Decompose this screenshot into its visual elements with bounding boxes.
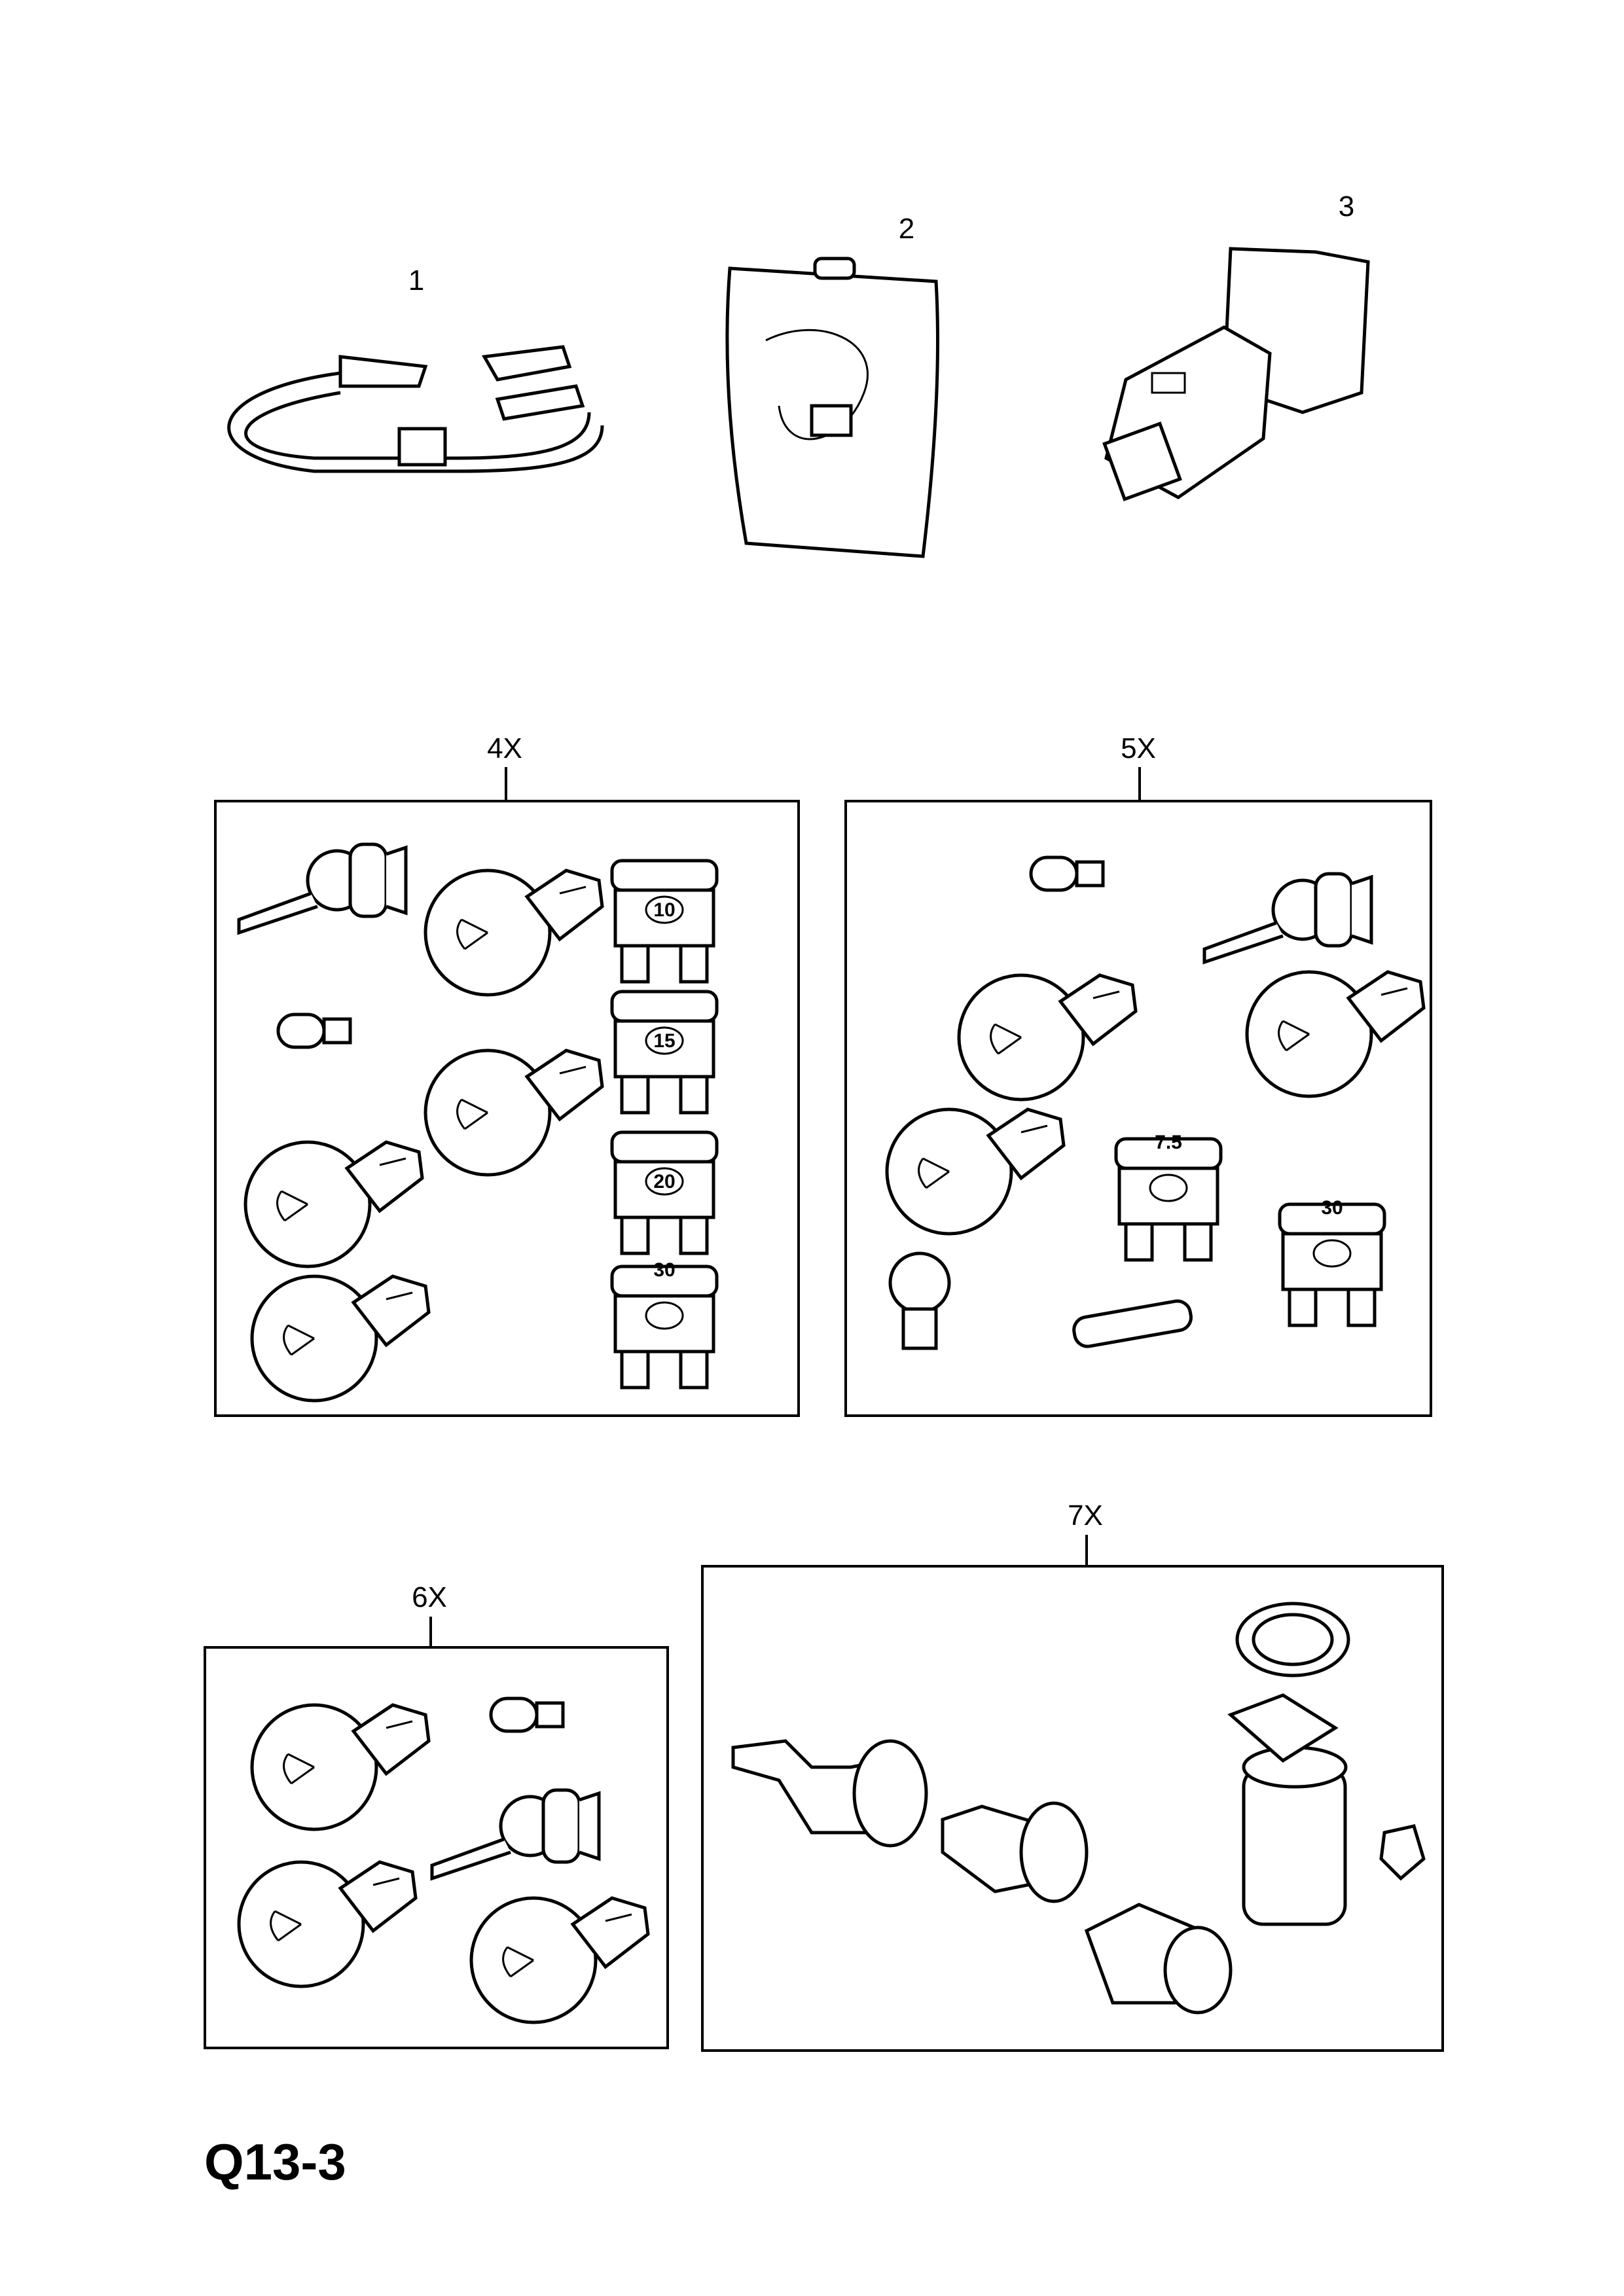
- callout-4x: 4X: [487, 732, 522, 764]
- leader-line: [1138, 767, 1141, 800]
- bulb-set-4x-drawing: 10 15 20 30: [239, 844, 717, 1401]
- page-code: Q13-3: [204, 2133, 346, 2191]
- group-box-6x: [204, 1646, 669, 2049]
- fuse-rating-label: 7.5: [1155, 1132, 1182, 1153]
- test-lead-cable-drawing: [229, 347, 602, 471]
- fuse-rating-label: 30: [653, 1259, 675, 1281]
- callout-3: 3: [1338, 190, 1355, 223]
- callout-7x: 7X: [1068, 1499, 1103, 1532]
- callout-6x: 6X: [412, 1581, 447, 1613]
- switch-drawing: [1104, 249, 1368, 499]
- leader-line: [505, 767, 507, 800]
- callout-5x: 5X: [1121, 732, 1156, 764]
- group-box-7x: [701, 1565, 1444, 2052]
- group-box-5x: [844, 800, 1432, 1417]
- group-box-4x: [214, 800, 800, 1417]
- cigar-lighter-set-drawing: [733, 1604, 1424, 2013]
- leader-line: [1085, 1535, 1088, 1565]
- cable-bag-drawing: [727, 259, 938, 556]
- leader-line: [429, 1617, 432, 1646]
- fuse-rating-label: 30: [1321, 1197, 1343, 1219]
- fuse-rating-label: 15: [653, 1030, 675, 1052]
- bulb-set-5x-drawing: 7.5 30: [887, 857, 1424, 1348]
- callout-2: 2: [898, 213, 915, 245]
- fuse-rating-label: 10: [653, 899, 675, 921]
- callout-1: 1: [408, 264, 425, 296]
- fuse-rating-label: 20: [653, 1171, 675, 1193]
